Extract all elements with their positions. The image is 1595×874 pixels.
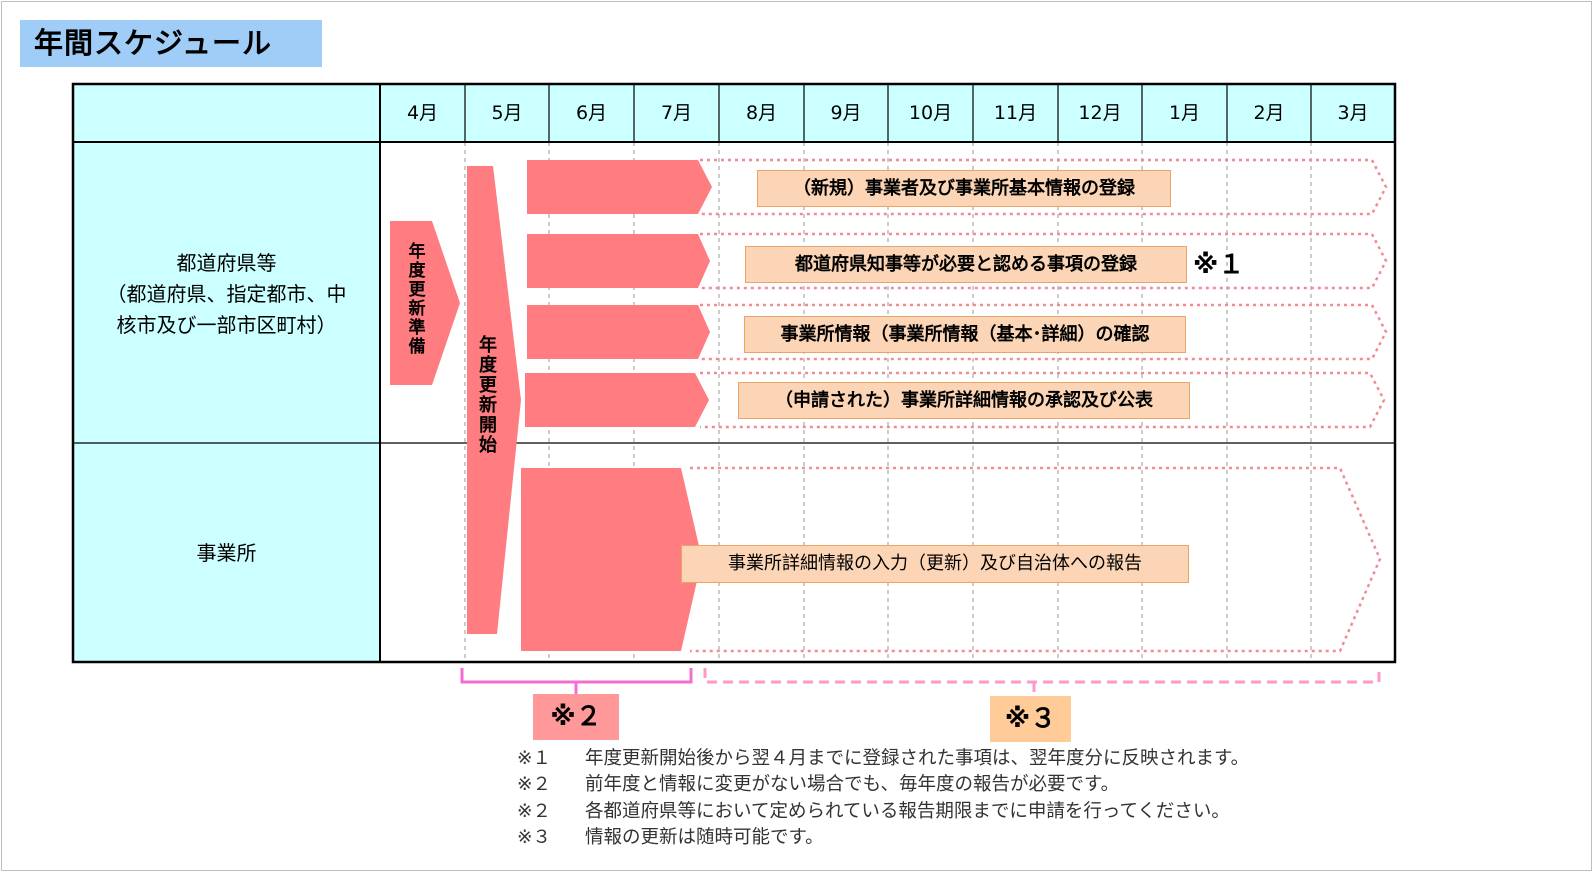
month-label: 1月 — [1168, 102, 1201, 124]
task-arrow-4 — [525, 373, 709, 427]
month-label: 7月 — [660, 102, 693, 124]
month-header-bg — [73, 84, 1395, 142]
prep-arrow — [390, 221, 460, 385]
prep-arrow-label: 年 度 更 新 準 備 — [408, 242, 426, 357]
month-label: 11月 — [993, 102, 1038, 124]
table-border — [71, 82, 1397, 664]
month-label: 5月 — [491, 102, 523, 124]
page-title: 年間スケジュール — [20, 20, 322, 67]
task-box-2: 都道府県知事等が必要と認める事項の登録 — [745, 246, 1187, 283]
task-outlines — [690, 158, 1388, 653]
footnote-4-text: 情報の更新は随時可能です。 — [585, 827, 824, 848]
footnote-4: ※３ 情報の更新は随時可能です。 — [517, 823, 824, 849]
bracket-3 — [703, 668, 1381, 696]
row-header-prefecture: 都道府県等 （都道府県、指定都市、中 核市及び一部市区町村） — [73, 248, 380, 341]
task-box-3: 事業所情報（事業所情報（基本･詳細）の確認 — [744, 316, 1186, 353]
footnote-2-num: ※２ — [517, 774, 552, 795]
footnote-3: ※２ 各都道府県等において定められている報告期限までに申請を行ってください。 — [517, 797, 1230, 823]
bracket-2 — [460, 668, 693, 694]
start-arrow — [467, 166, 521, 634]
footnote-3-text: 各都道府県等において定められている報告期限までに申請を行ってください。 — [585, 801, 1230, 822]
footnote-4-num: ※３ — [517, 827, 552, 848]
task-arrow-2 — [527, 234, 710, 288]
footnote-2: ※２ 前年度と情報に変更がない場合でも、毎年度の報告が必要です。 — [517, 770, 1119, 796]
footnote-1: ※１ 年度更新開始後から翌４月までに登録された事項は、翌年度分に反映されます。 — [517, 744, 1249, 770]
office-task-box: 事業所詳細情報の入力（更新）及び自治体への報告 — [681, 545, 1189, 583]
task-box-4: （申請された）事業所詳細情報の承認及び公表 — [738, 382, 1190, 419]
task-arrow-3 — [527, 305, 710, 359]
row-header-prefecture-line3: 核市及び一部市区町村） — [116, 313, 337, 337]
month-label: 6月 — [575, 102, 608, 124]
row-header-prefecture-line2: （都道府県、指定都市、中 — [106, 282, 347, 306]
task-arrow-1 — [527, 160, 712, 214]
task-box-1: （新規）事業者及び事業所基本情報の登録 — [757, 170, 1171, 207]
badge-note-2: ※２ — [533, 694, 619, 740]
note-mark-1: ※１ — [1193, 250, 1245, 280]
footnote-2-text: 前年度と情報に変更がない場合でも、毎年度の報告が必要です。 — [585, 774, 1120, 795]
month-label: 12月 — [1078, 102, 1122, 124]
month-label: 10月 — [908, 102, 953, 124]
month-label: 4月 — [406, 102, 439, 124]
month-label: 8月 — [745, 102, 778, 124]
month-label: 2月 — [1253, 102, 1285, 124]
solid-arrows — [390, 160, 712, 651]
row-header-office: 事業所 — [196, 541, 257, 565]
footnote-3-num: ※２ — [517, 801, 552, 822]
row-header-prefecture-line1: 都道府県等 — [176, 251, 277, 275]
start-arrow-label: 年 度 更 新 開 始 — [479, 335, 497, 456]
footnote-1-num: ※１ — [517, 748, 552, 769]
office-arrow — [521, 468, 702, 651]
month-label: 9月 — [830, 102, 862, 124]
footnote-1-text: 年度更新開始後から翌４月までに登録された事項は、翌年度分に反映されます。 — [585, 748, 1250, 769]
row-header-bg — [73, 142, 380, 662]
badge-note-3: ※３ — [990, 696, 1071, 742]
month-label: 3月 — [1337, 102, 1369, 124]
header-dividers — [464, 84, 1312, 142]
